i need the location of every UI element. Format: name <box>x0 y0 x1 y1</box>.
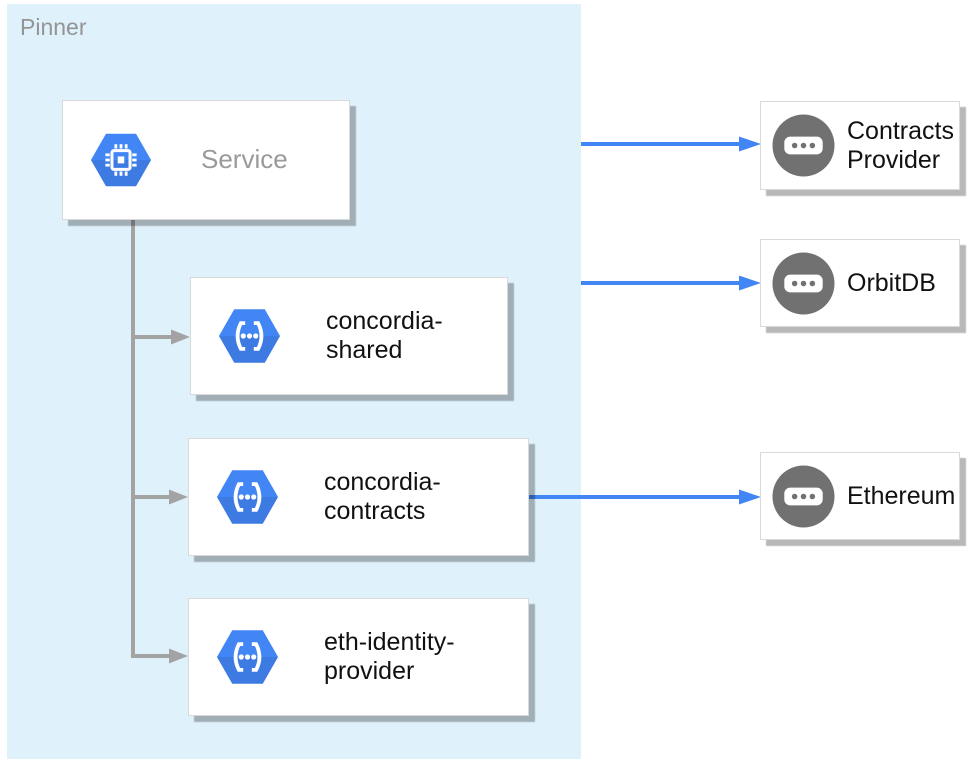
node-service: Service <box>62 100 350 220</box>
edge-pinner-to-contracts-provider <box>581 136 761 152</box>
node-concordia-contracts: concordia-contracts <box>188 438 529 556</box>
ellipsis-circle-icon <box>772 114 835 177</box>
node-ethereum-label: Ethereum <box>847 481 956 510</box>
ellipsis-circle-icon <box>772 251 835 315</box>
edge-pinner-to-orbitdb <box>581 275 761 291</box>
node-orbitdb: OrbitDB <box>760 239 960 327</box>
chip-hexagon-icon <box>90 133 152 187</box>
node-contracts-provider: Contracts Provider <box>760 101 960 190</box>
node-eth-identity-provider: eth-identity-provider <box>188 598 529 716</box>
node-ethereum: Ethereum <box>760 452 960 540</box>
code-brackets-hexagon-icon <box>216 630 279 684</box>
node-service-label: Service <box>201 144 288 175</box>
node-orbitdb-label: OrbitDB <box>847 268 936 297</box>
code-brackets-hexagon-icon <box>216 470 279 524</box>
node-eth-identity-provider-label: eth-identity-provider <box>324 628 455 685</box>
code-brackets-hexagon-icon <box>218 309 281 363</box>
pinner-container-label: Pinner <box>20 14 87 40</box>
node-contracts-provider-label: Contracts Provider <box>847 116 954 174</box>
node-concordia-shared-label: concordia-shared <box>326 307 443 364</box>
node-concordia-shared: concordia-shared <box>190 277 508 395</box>
ellipsis-circle-icon <box>772 464 835 528</box>
node-concordia-contracts-label: concordia-contracts <box>324 468 441 525</box>
